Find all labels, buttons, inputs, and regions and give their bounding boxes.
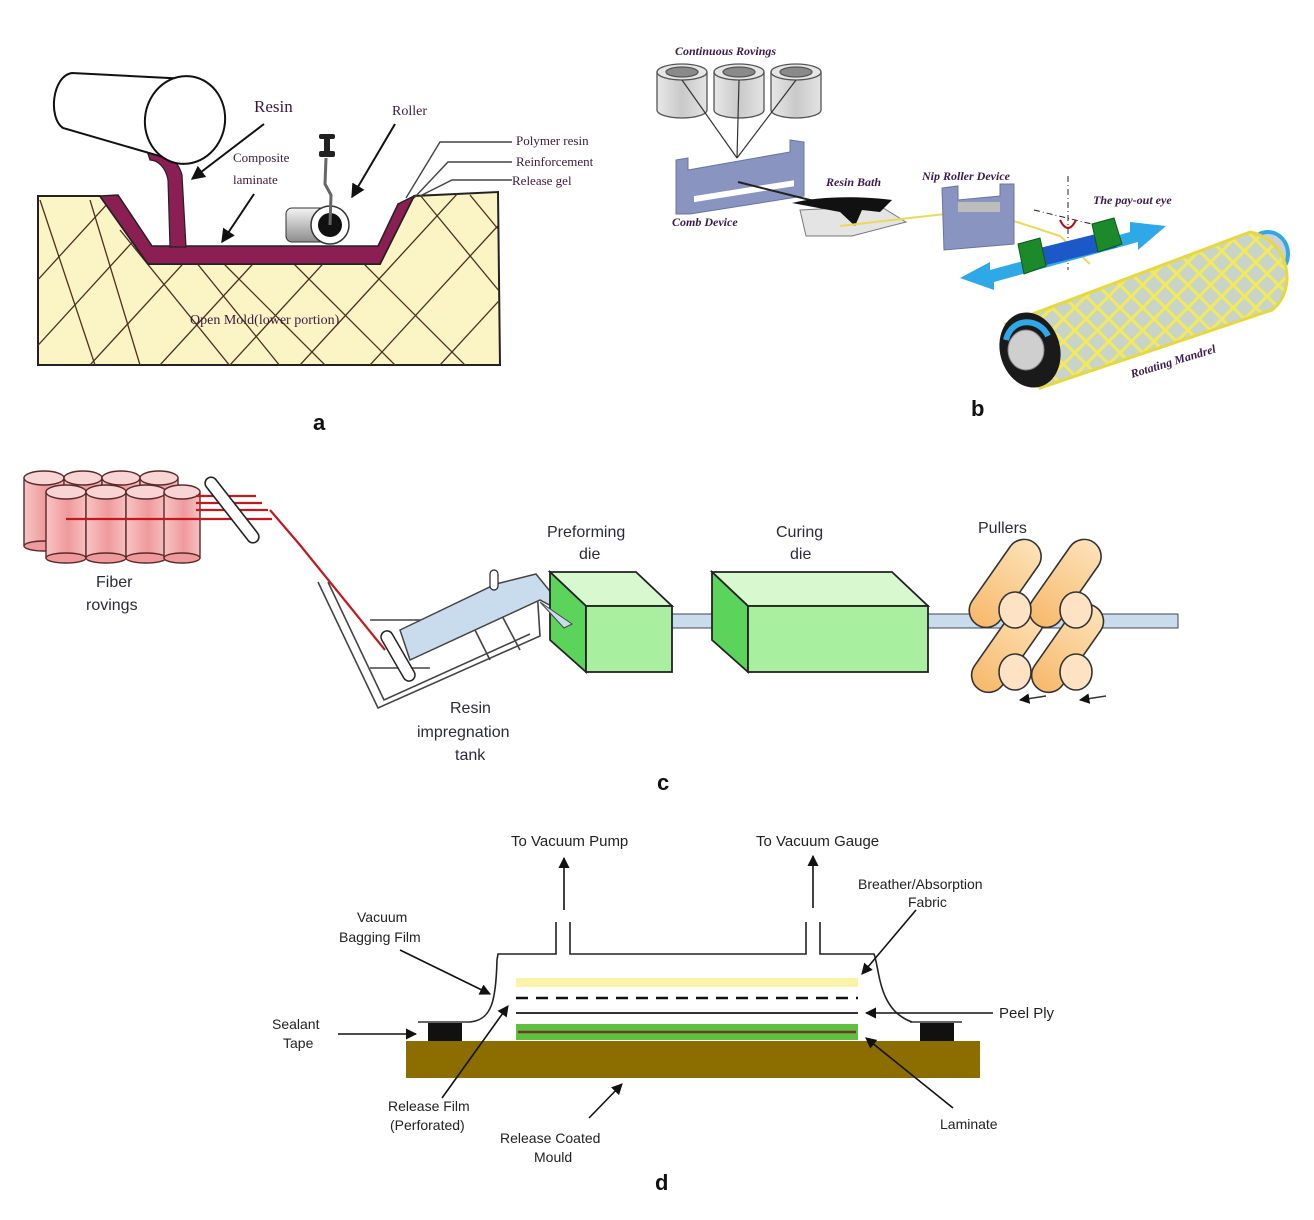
nip-roller-device: [941, 183, 1015, 251]
label-fiber-rovings-2: rovings: [86, 597, 138, 614]
label-release-coated-mould-1: Release Coated: [500, 1130, 600, 1146]
panel-d-vacuum-bagging: To Vacuum Pump To Vacuum Gauge Vacuum Ba…: [272, 833, 1055, 1195]
label-resin-bath: Resin Bath: [825, 175, 881, 189]
resin-bucket: [52, 71, 227, 165]
fiber-strands: [66, 494, 386, 651]
label-release-coated-mould-2: Mould: [534, 1149, 572, 1165]
panel-letter-c: c: [657, 770, 669, 795]
panel-c-pultrusion: Fiber rovings Resin impregnation tank Pr…: [23, 470, 1179, 795]
label-release-gel: Release gel: [512, 173, 572, 188]
rotating-mandrel: [999, 230, 1290, 390]
label-open-mold: Open Mold(lower portion): [190, 313, 340, 328]
sealant-tape-left: [428, 1023, 462, 1041]
label-composite-laminate-2: laminate: [233, 172, 278, 187]
label-continuous-rovings: Continuous Rovings: [675, 44, 776, 58]
panel-b-filament-winding: Continuous Rovings: [656, 44, 1290, 421]
label-resin-tank-1: Resin: [450, 700, 491, 717]
label-to-vacuum-gauge: To Vacuum Gauge: [756, 833, 879, 850]
label-to-vacuum-pump: To Vacuum Pump: [511, 833, 628, 850]
label-laminate: Laminate: [940, 1116, 998, 1132]
panel-letter-d: d: [655, 1170, 668, 1195]
label-resin-tank-3: tank: [455, 747, 486, 764]
label-curing-die-2: die: [790, 546, 811, 563]
puller-rollers: [968, 538, 1105, 694]
roller-tool: [285, 134, 350, 245]
label-roller: Roller: [392, 104, 427, 119]
curing-die: [709, 569, 931, 675]
fiber-roving-cylinders: [23, 470, 201, 564]
label-pullers: Pullers: [978, 520, 1027, 537]
sealant-tape-right: [920, 1023, 954, 1041]
panel-letter-b: b: [971, 396, 984, 421]
label-release-film-2: (Perforated): [390, 1117, 465, 1133]
label-breather-2: Fabric: [908, 894, 947, 910]
label-reinforcement: Reinforcement: [516, 154, 594, 169]
label-resin: Resin: [254, 97, 293, 116]
label-peel-ply: Peel Ply: [999, 1005, 1055, 1022]
label-curing-die-1: Curing: [776, 524, 823, 541]
label-fiber-rovings-1: Fiber: [96, 574, 133, 591]
label-resin-tank-2: impregnation: [417, 724, 510, 741]
label-sealant-tape-2: Tape: [283, 1035, 314, 1051]
label-comb-device: Comb Device: [672, 215, 738, 229]
roving-spools: [656, 63, 822, 119]
label-vacuum-bagging-film-1: Vacuum: [357, 909, 407, 925]
vacuum-bagging-film: [469, 922, 913, 1023]
label-vacuum-bagging-film-2: Bagging Film: [339, 929, 421, 945]
label-sealant-tape-1: Sealant: [272, 1016, 320, 1032]
panel-a-hand-layup: Resin Composite laminate Roller Polymer …: [37, 71, 594, 435]
label-polymer-resin: Polymer resin: [516, 133, 589, 148]
label-release-film-1: Release Film: [388, 1098, 470, 1114]
label-nip-roller-device: Nip Roller Device: [921, 169, 1011, 183]
label-composite-laminate-1: Composite: [233, 150, 290, 165]
open-mold-body: [37, 190, 502, 366]
breather-fabric: [516, 978, 858, 987]
composite-laminate: [98, 194, 416, 265]
comb-device: [675, 139, 805, 215]
panel-letter-a: a: [313, 410, 326, 435]
release-coated-mould: [406, 1041, 980, 1078]
label-preforming-die-1: Preforming: [547, 524, 625, 541]
label-payout-eye: The pay-out eye: [1093, 193, 1172, 207]
label-breather-1: Breather/Absorption: [858, 876, 983, 892]
label-preforming-die-2: die: [579, 546, 600, 563]
